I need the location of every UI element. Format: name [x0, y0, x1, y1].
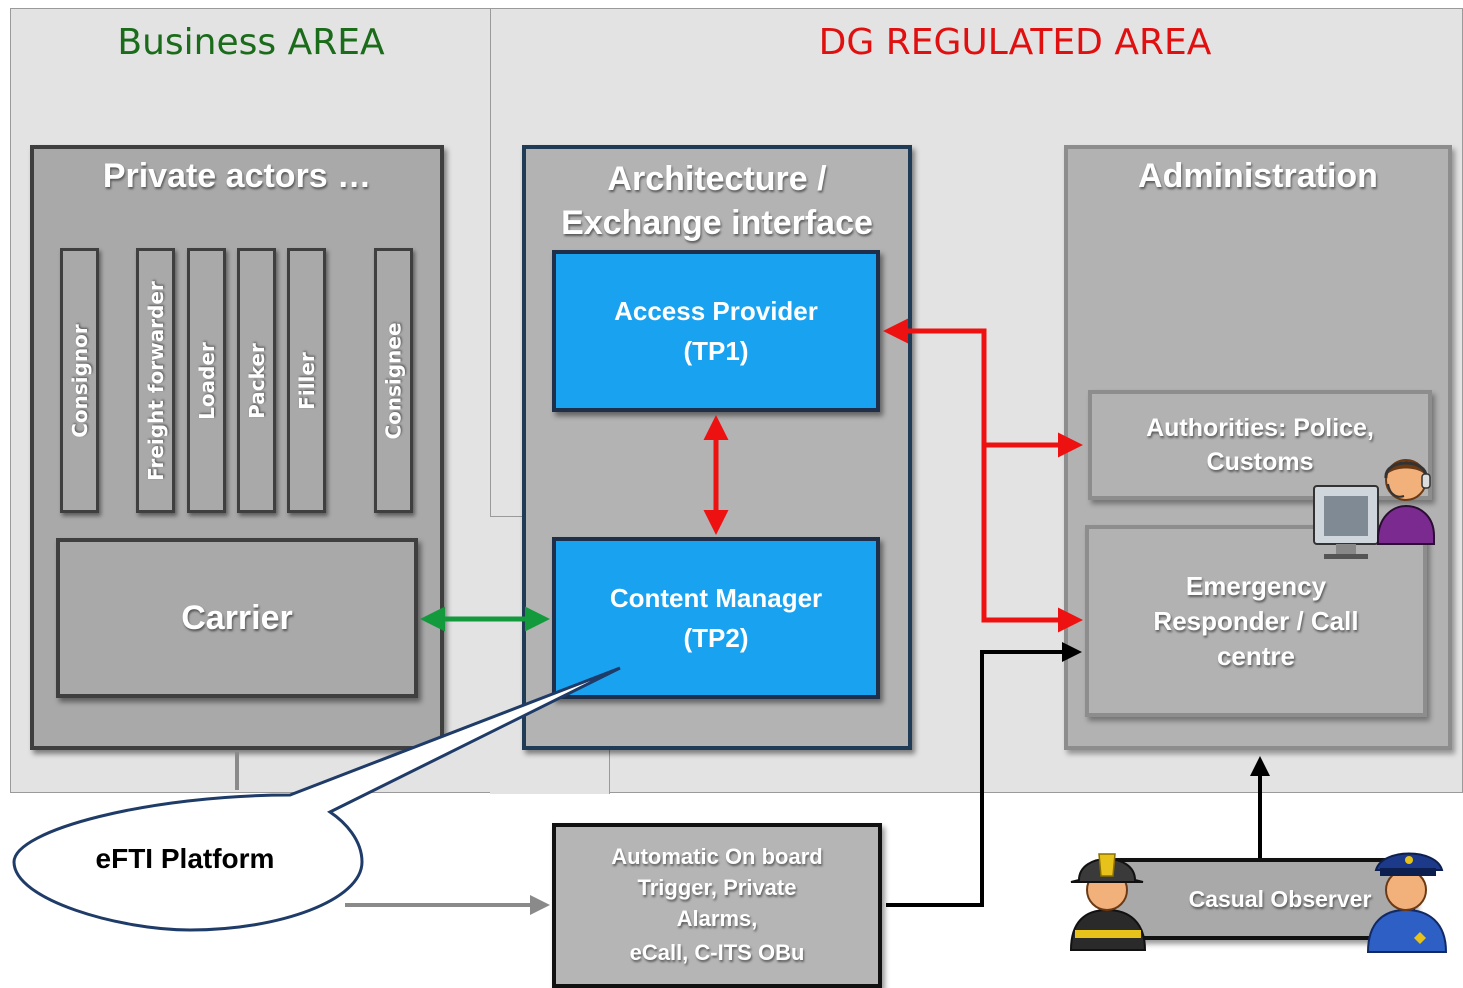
role-filler: Filler	[287, 248, 326, 513]
architecture-title-line2: Exchange interface	[561, 204, 873, 242]
content-manager-line1: Content Manager	[609, 583, 823, 613]
access-provider-box: Access Provider (TP1)	[552, 250, 880, 412]
role-consignee: Consignee	[374, 248, 413, 513]
authorities-line2: Customs	[1206, 448, 1314, 476]
onboard-trigger-box: Automatic On board Trigger, Private Alar…	[552, 823, 882, 988]
onboard-line1: Automatic On board	[611, 844, 823, 869]
role-packer: Packer	[237, 248, 276, 513]
emergency-line2: Responder / Call	[1153, 605, 1359, 636]
architecture-title: Architecture / Exchange interface	[522, 157, 912, 245]
business-area-title: Business AREA	[117, 22, 385, 63]
authorities-box: Authorities: Police, Customs	[1088, 390, 1432, 500]
emergency-line3: centre	[1216, 640, 1296, 671]
authorities-line1: Authorities: Police,	[1146, 414, 1374, 442]
callout-bubble	[12, 666, 621, 932]
content-manager-box: Content Manager (TP2)	[552, 537, 880, 699]
casual-observer-label: Casual Observer	[1188, 885, 1372, 912]
carrier-box: Carrier	[56, 538, 418, 698]
regulated-area-title: DG REGULATED AREA	[818, 22, 1212, 63]
architecture-title-line1: Architecture /	[607, 160, 827, 198]
private-actors-title: Private actors …	[102, 157, 372, 195]
arrow-onboard-emergency	[886, 642, 1082, 907]
onboard-line3: Alarms,	[676, 906, 758, 931]
access-provider-line2: (TP1)	[683, 336, 749, 366]
firefighter-icon	[1069, 853, 1147, 951]
operator-headset-icon	[1313, 459, 1435, 559]
onboard-line2: Trigger, Private	[637, 875, 797, 900]
callout-label: eFTI Platform	[95, 843, 275, 874]
access-provider-line1: Access Provider	[614, 296, 818, 326]
content-manager-line2: (TP2)	[683, 623, 749, 653]
role-freight-forwarder: Freight forwarder	[136, 248, 175, 513]
role-consignor: Consignor	[60, 248, 99, 513]
role-loader: Loader	[187, 248, 226, 513]
arrow-tp1-admin	[883, 318, 987, 445]
emergency-line1: Emergency	[1185, 570, 1327, 601]
administration-title: Administration	[1138, 157, 1378, 195]
arrow-to-emergency	[981, 445, 1083, 633]
onboard-line4: eCall, C-ITS OBu	[629, 940, 805, 965]
police-officer-icon	[1366, 852, 1448, 953]
emergency-box: Emergency Responder / Call centre	[1085, 525, 1427, 717]
carrier-label: Carrier	[181, 598, 293, 637]
